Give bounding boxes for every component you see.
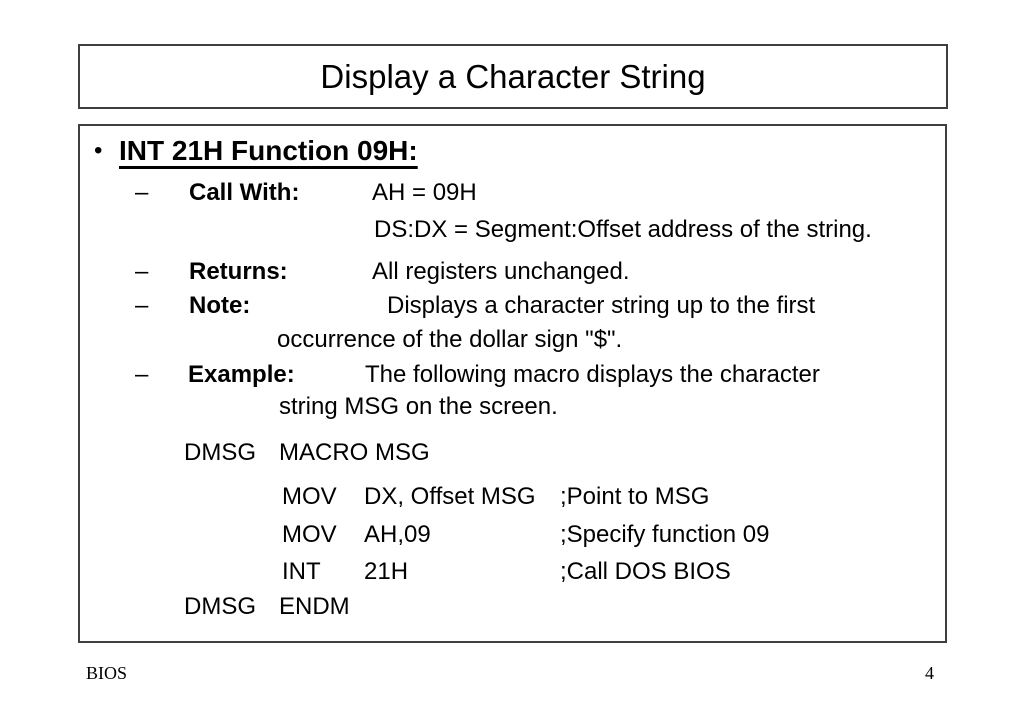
code-operand: AH,09	[364, 521, 431, 548]
macro-open-name: DMSG	[184, 439, 256, 466]
example-label: Example:	[188, 361, 295, 388]
dash-icon: –	[135, 258, 149, 285]
section-heading: INT 21H Function 09H:	[119, 135, 418, 166]
returns-value: All registers unchanged.	[372, 258, 630, 285]
page-number: 4	[925, 663, 934, 683]
code-comment: ;Specify function 09	[560, 521, 770, 548]
returns-label: Returns:	[189, 258, 288, 285]
note-label: Note:	[189, 292, 251, 319]
code-opcode: INT	[282, 558, 321, 585]
dash-icon: –	[135, 179, 149, 206]
example-value-line1: The following macro displays the charact…	[365, 361, 820, 388]
slide-title: Display a Character String	[320, 57, 706, 95]
code-opcode: MOV	[282, 521, 337, 548]
dash-icon: –	[135, 292, 149, 319]
code-operand: 21H	[364, 558, 409, 585]
macro-close-directive: ENDM	[279, 593, 350, 620]
code-opcode: MOV	[282, 483, 337, 510]
call-with-value-line2: DS:DX = Segment:Offset address of the st…	[374, 216, 872, 243]
code-comment: ;Point to MSG	[560, 483, 710, 510]
dash-icon: –	[135, 361, 149, 388]
note-value-line2: occurrence of the dollar sign "$".	[277, 326, 623, 353]
code-operand: DX, Offset MSG	[364, 483, 536, 510]
bullet-icon: •	[94, 137, 103, 164]
title-box: Display a Character String	[78, 44, 948, 109]
note-value-line1: Displays a character string up to the fi…	[387, 292, 816, 319]
content-box: • INT 21H Function 09H: – Call With: AH …	[78, 124, 947, 643]
macro-close-name: DMSG	[184, 593, 256, 620]
example-value-line2: string MSG on the screen.	[279, 393, 558, 420]
call-with-value-line1: AH = 09H	[372, 179, 477, 206]
call-with-label: Call With:	[189, 179, 300, 206]
footer-label: BIOS	[86, 663, 128, 683]
macro-open-directive: MACRO MSG	[279, 439, 430, 466]
code-comment: ;Call DOS BIOS	[560, 558, 731, 585]
